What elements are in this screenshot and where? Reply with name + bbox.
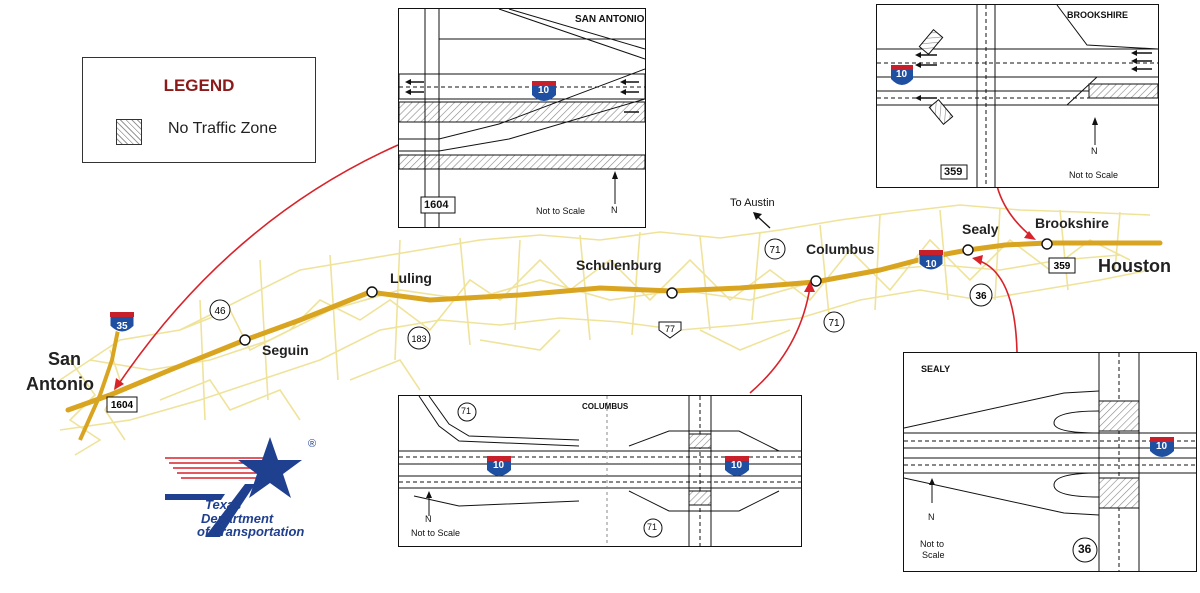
inset-columbus-route-bottom: 71: [647, 522, 658, 532]
shield-36-icon: [969, 283, 993, 307]
label-schulenburg: Schulenburg: [576, 257, 662, 273]
inset-sealy-route-icon: [1072, 537, 1098, 563]
inset-brookshire-diagram: [877, 5, 1158, 187]
inset-brookshire-scale: Not to Scale: [1069, 170, 1119, 180]
legend-box: LEGEND No Traffic Zone: [82, 57, 316, 163]
inset-brookshire-i10-icon: [891, 65, 913, 85]
marker-columbus: [810, 275, 822, 287]
shield-1604-icon: [106, 396, 138, 413]
inset-brookshire-shield-label: 10: [896, 69, 908, 80]
label-seguin: Seguin: [262, 342, 309, 358]
inset-brookshire-route-label: 359: [944, 166, 963, 178]
inset-san-antonio-scale: Not to Scale: [536, 206, 586, 216]
shield-183-label: 183: [411, 334, 426, 344]
shield-77-icon: [658, 321, 682, 339]
marker-schulenburg: [666, 287, 678, 299]
txdot-name: Texas Department of Transportation: [197, 497, 304, 539]
inset-san-antonio-i10-icon: [532, 81, 556, 101]
inset-san-antonio-shield-label: 10: [538, 85, 550, 96]
label-columbus: Columbus: [806, 241, 875, 257]
shield-71-bottom-label: 71: [828, 318, 840, 329]
label-houston: Houston: [1098, 256, 1171, 276]
marker-sealy: [962, 244, 974, 256]
inset-sealy-north: N: [928, 512, 935, 522]
inset-sealy-route-label: 36: [1078, 542, 1092, 556]
arrow-columbus: [749, 286, 811, 394]
inset-sealy-title: SEALY: [921, 364, 951, 374]
inset-san-antonio-north: N: [611, 205, 618, 215]
interstate-10-icon: 10: [918, 249, 944, 271]
inset-san-antonio-route-icon: [420, 196, 456, 214]
inset-brookshire-north: N: [1091, 146, 1098, 156]
inset-sealy-scale-2: Scale: [922, 550, 945, 560]
route-shields: 46 183 77 71 71 36 1604 359: [106, 238, 1076, 413]
no-traffic-zone-swatch: [116, 119, 142, 145]
legend-title: LEGEND: [163, 76, 235, 95]
inset-san-antonio-title: SAN ANTONIO: [575, 14, 645, 25]
shield-77-label: 77: [665, 324, 675, 334]
txdot-logo-icon: [165, 437, 302, 537]
shield-359-label: 359: [1054, 261, 1071, 272]
shield-36-label: 36: [975, 291, 987, 302]
shield-46-icon: [209, 299, 231, 321]
inset-columbus-diagram: [399, 396, 801, 546]
inset-brookshire: BROOKSHIRE 10 359 N Not to Scale: [876, 4, 1159, 188]
legend-item-label: No Traffic Zone: [168, 120, 278, 137]
inset-san-antonio: SAN ANTONIO 10 1604 Not to Scale N: [398, 8, 646, 228]
inset-columbus-route-top: 71: [461, 406, 472, 416]
i35-highway: [78, 319, 122, 441]
inset-columbus-route-bottom-icon: [643, 518, 663, 538]
interstate-35-icon: 35: [109, 311, 135, 333]
inset-columbus-scale: Not to Scale: [411, 528, 461, 538]
shield-71-bottom-icon: [823, 311, 845, 333]
arrow-sealy: [976, 259, 1018, 353]
pointer-arrowheads: [114, 231, 1036, 390]
inset-sealy-shield-label: 10: [1156, 441, 1168, 452]
inset-sealy-diagram: [904, 353, 1196, 571]
shield-46-label: 46: [214, 306, 226, 317]
txdot-name-line-1: Texas: [205, 497, 242, 512]
label-luling: Luling: [390, 270, 432, 286]
inset-sealy-scale-1: Not to: [920, 539, 945, 549]
inset-brookshire-title: BROOKSHIRE: [1067, 10, 1129, 20]
label-brookshire: Brookshire: [1035, 215, 1109, 231]
inset-sealy: SEALY 10 N Not to Scale 36: [903, 352, 1197, 572]
inset-columbus-i10-right-icon: [725, 456, 749, 476]
label-san-antonio-1: San: [48, 349, 81, 369]
marker-brookshire: [1041, 238, 1053, 250]
interstate-35-label: 35: [116, 321, 128, 332]
to-austin-arrow: [756, 215, 771, 229]
arrow-brookshire: [996, 185, 1033, 238]
arrow-san-antonio: [117, 144, 399, 386]
inset-sealy-i10-icon: [1150, 437, 1174, 457]
to-austin-arrowhead: [753, 212, 762, 220]
shield-71-top-label: 71: [769, 245, 781, 256]
label-sealy: Sealy: [962, 221, 999, 237]
inset-columbus-shield-left: 10: [493, 460, 505, 471]
marker-luling: [366, 286, 378, 298]
txdot-name-line-3: of Transportation: [197, 524, 305, 540]
shield-1604-label: 1604: [111, 400, 134, 411]
inset-san-antonio-route-label: 1604: [424, 199, 449, 211]
i10-highway: [65, 240, 1163, 413]
shield-183-icon: [407, 326, 431, 350]
shield-71-top-icon: [764, 238, 786, 260]
inset-san-antonio-diagram: [399, 9, 645, 227]
city-markers: [239, 238, 1053, 346]
inset-brookshire-route-icon: [940, 164, 968, 180]
label-san-antonio-2: Antonio: [26, 374, 94, 394]
inset-columbus: COLUMBUS 10 10 71 71 N Not to Scale: [398, 395, 802, 547]
shield-359-icon: [1048, 257, 1076, 274]
inset-columbus-north: N: [425, 514, 432, 524]
inset-columbus-title: COLUMBUS: [582, 402, 629, 411]
inset-columbus-route-top-icon: [457, 402, 477, 422]
interstate-10-label: 10: [925, 259, 937, 270]
marker-seguin: [239, 334, 251, 346]
inset-columbus-shield-right: 10: [731, 460, 743, 471]
label-to-austin: To Austin: [730, 197, 775, 209]
txdot-registered-mark: ®: [308, 438, 317, 450]
txdot-name-line-2: Department: [201, 510, 274, 526]
inset-columbus-i10-left-icon: [487, 456, 511, 476]
